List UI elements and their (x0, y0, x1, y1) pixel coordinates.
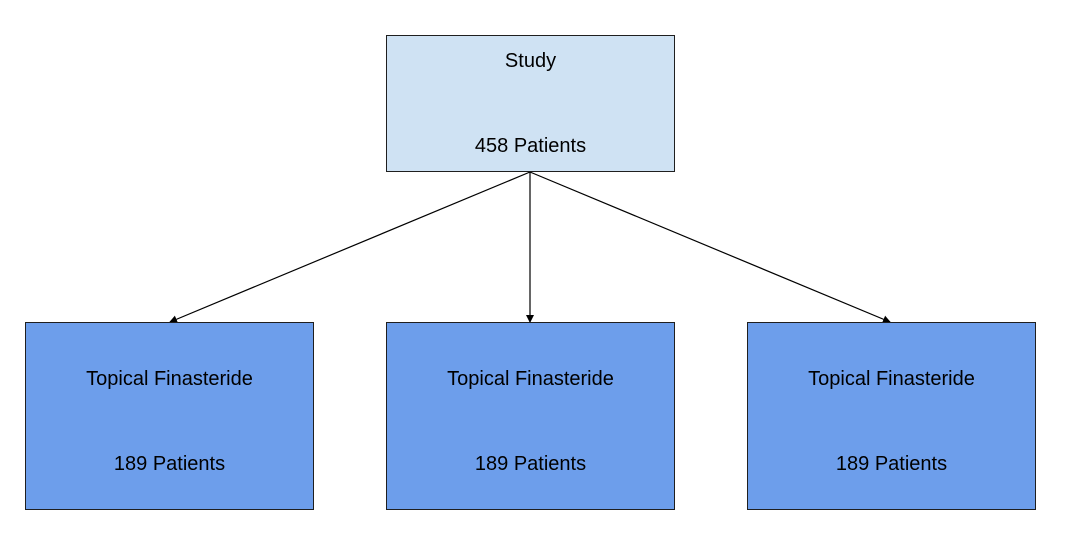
treatment-group-3-patient-count: 189 Patients (835, 453, 948, 475)
treatment-group-3-title: Topical Finasteride (808, 368, 975, 390)
treatment-group-1-title: Topical Finasteride (86, 368, 253, 390)
treatment-group-1-patient-count: 189 Patients (113, 453, 226, 475)
arrow-to-group-3 (529, 171, 891, 323)
treatment-group-3-box: Topical Finasteride 189 Patients (747, 322, 1036, 510)
arrow-to-group-1 (169, 171, 531, 323)
study-box: Study 458 Patients (386, 35, 675, 172)
treatment-group-1-box: Topical Finasteride 189 Patients (25, 322, 314, 510)
treatment-group-2-title: Topical Finasteride (447, 368, 614, 390)
study-patient-count: 458 Patients (474, 135, 587, 157)
treatment-group-2-box: Topical Finasteride 189 Patients (386, 322, 675, 510)
treatment-group-2-patient-count: 189 Patients (474, 453, 587, 475)
study-title: Study (504, 50, 557, 72)
